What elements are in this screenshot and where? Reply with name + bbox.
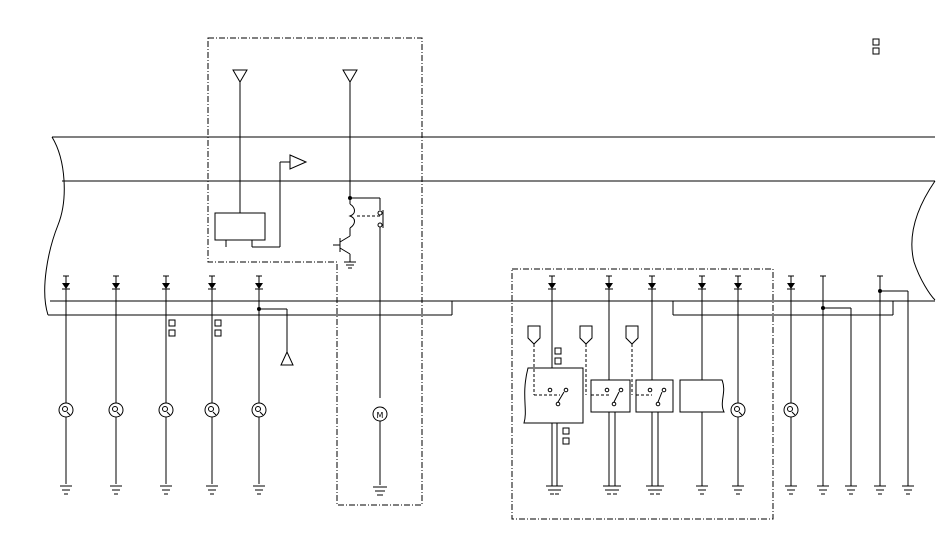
right-ground-drop	[845, 308, 857, 495]
svg-text:M: M	[377, 411, 384, 420]
switch-output-wire	[551, 423, 563, 495]
relay-module: M	[207, 37, 423, 506]
harness-band	[44, 136, 936, 316]
left-circuit	[204, 275, 220, 495]
right-circuit	[696, 275, 708, 495]
right-junctions	[821, 289, 908, 310]
switch-output-wire	[609, 412, 621, 495]
right-circuit	[603, 275, 615, 495]
right-circuits	[546, 275, 914, 495]
left-markers	[168, 319, 222, 337]
left-circuit	[58, 275, 74, 495]
legend-markers	[872, 38, 880, 55]
right-circuit	[546, 275, 558, 495]
left-circuits	[58, 275, 267, 495]
switch-module-parts	[523, 325, 725, 445]
left-circuit	[158, 275, 174, 495]
right-circuit	[817, 275, 829, 495]
left-circuit	[108, 275, 124, 495]
right-ground-drop	[902, 291, 914, 495]
switch-output-wire	[652, 412, 664, 495]
right-circuit	[874, 275, 886, 495]
right-circuit	[783, 275, 799, 495]
branch-output	[257, 307, 294, 366]
right-circuit	[730, 275, 746, 495]
switch-module	[511, 268, 774, 520]
right-circuit	[646, 275, 658, 495]
